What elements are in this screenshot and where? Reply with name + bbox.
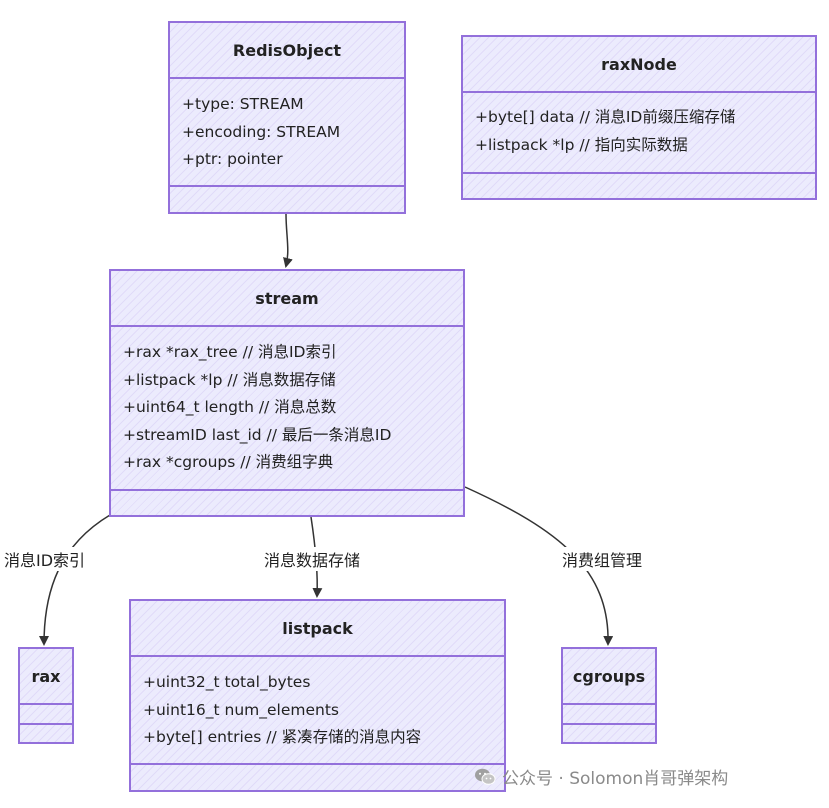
attribute: +listpack *lp // 指向实际数据	[475, 135, 688, 154]
attribute: +encoding: STREAM	[182, 122, 341, 141]
class-title: RedisObject	[232, 41, 342, 60]
class-redisobject: RedisObject +type: STREAM +encoding: STR…	[168, 21, 406, 214]
watermark: 公众号 · Solomon肖哥弹架构	[474, 764, 728, 789]
class-title: raxNode	[601, 55, 677, 74]
class-attributes: +rax *rax_tree // 消息ID索引 +listpack *lp /…	[123, 339, 455, 477]
class-divider	[170, 77, 404, 79]
class-rax: rax	[18, 647, 74, 744]
class-attributes: +type: STREAM +encoding: STREAM +ptr: po…	[182, 91, 396, 174]
class-divider	[463, 91, 815, 93]
attribute: +byte[] entries // 紧凑存储的消息内容	[143, 728, 422, 746]
class-divider	[111, 325, 463, 327]
edge-stream-rax	[39, 514, 111, 646]
class-divider	[563, 703, 655, 705]
attribute: +uint32_t total_bytes	[143, 673, 311, 691]
attribute: +rax *cgroups // 消费组字典	[123, 453, 334, 471]
edge-label-rax-index: 消息ID索引	[2, 547, 88, 571]
edge-label-cgroups-management: 消费组管理	[560, 547, 645, 571]
attribute: +streamID last_id // 最后一条消息ID	[123, 425, 392, 444]
class-divider	[563, 723, 655, 725]
attribute: +rax *rax_tree // 消息ID索引	[123, 343, 337, 361]
edge-redisobject-stream	[283, 213, 293, 268]
class-divider	[111, 489, 463, 491]
class-stream: stream +rax *rax_tree // 消息ID索引 +listpac…	[109, 269, 465, 517]
class-title: rax	[31, 667, 61, 686]
attribute: +uint16_t num_elements	[143, 700, 339, 719]
attribute: +uint64_t length // 消息总数	[123, 398, 337, 416]
class-title: listpack	[282, 619, 353, 638]
class-listpack: listpack +uint32_t total_bytes +uint16_t…	[129, 599, 506, 792]
watermark-text: 公众号 · Solomon肖哥弹架构	[502, 769, 729, 789]
attribute: +type: STREAM	[182, 95, 304, 113]
class-divider	[20, 703, 72, 705]
class-attributes: +byte[] data // 消息ID前缀压缩存储 +listpack *lp…	[475, 104, 807, 159]
wechat-icon	[475, 768, 496, 785]
class-cgroups: cgroups	[561, 647, 657, 744]
class-title: stream	[255, 289, 319, 308]
attribute: +byte[] data // 消息ID前缀压缩存储	[475, 108, 736, 126]
class-title: cgroups	[572, 667, 646, 686]
class-divider	[131, 763, 504, 765]
class-divider	[463, 172, 815, 174]
class-divider	[20, 723, 72, 725]
class-attributes: +uint32_t total_bytes +uint16_t num_elem…	[143, 669, 496, 752]
edge-label-data-storage: 消息数据存储	[262, 547, 363, 571]
attribute: +listpack *lp // 消息数据存储	[123, 370, 336, 389]
attribute: +ptr: pointer	[182, 150, 283, 168]
class-divider	[170, 185, 404, 187]
class-divider	[131, 655, 504, 657]
class-raxnode: raxNode +byte[] data // 消息ID前缀压缩存储 +list…	[461, 35, 817, 200]
